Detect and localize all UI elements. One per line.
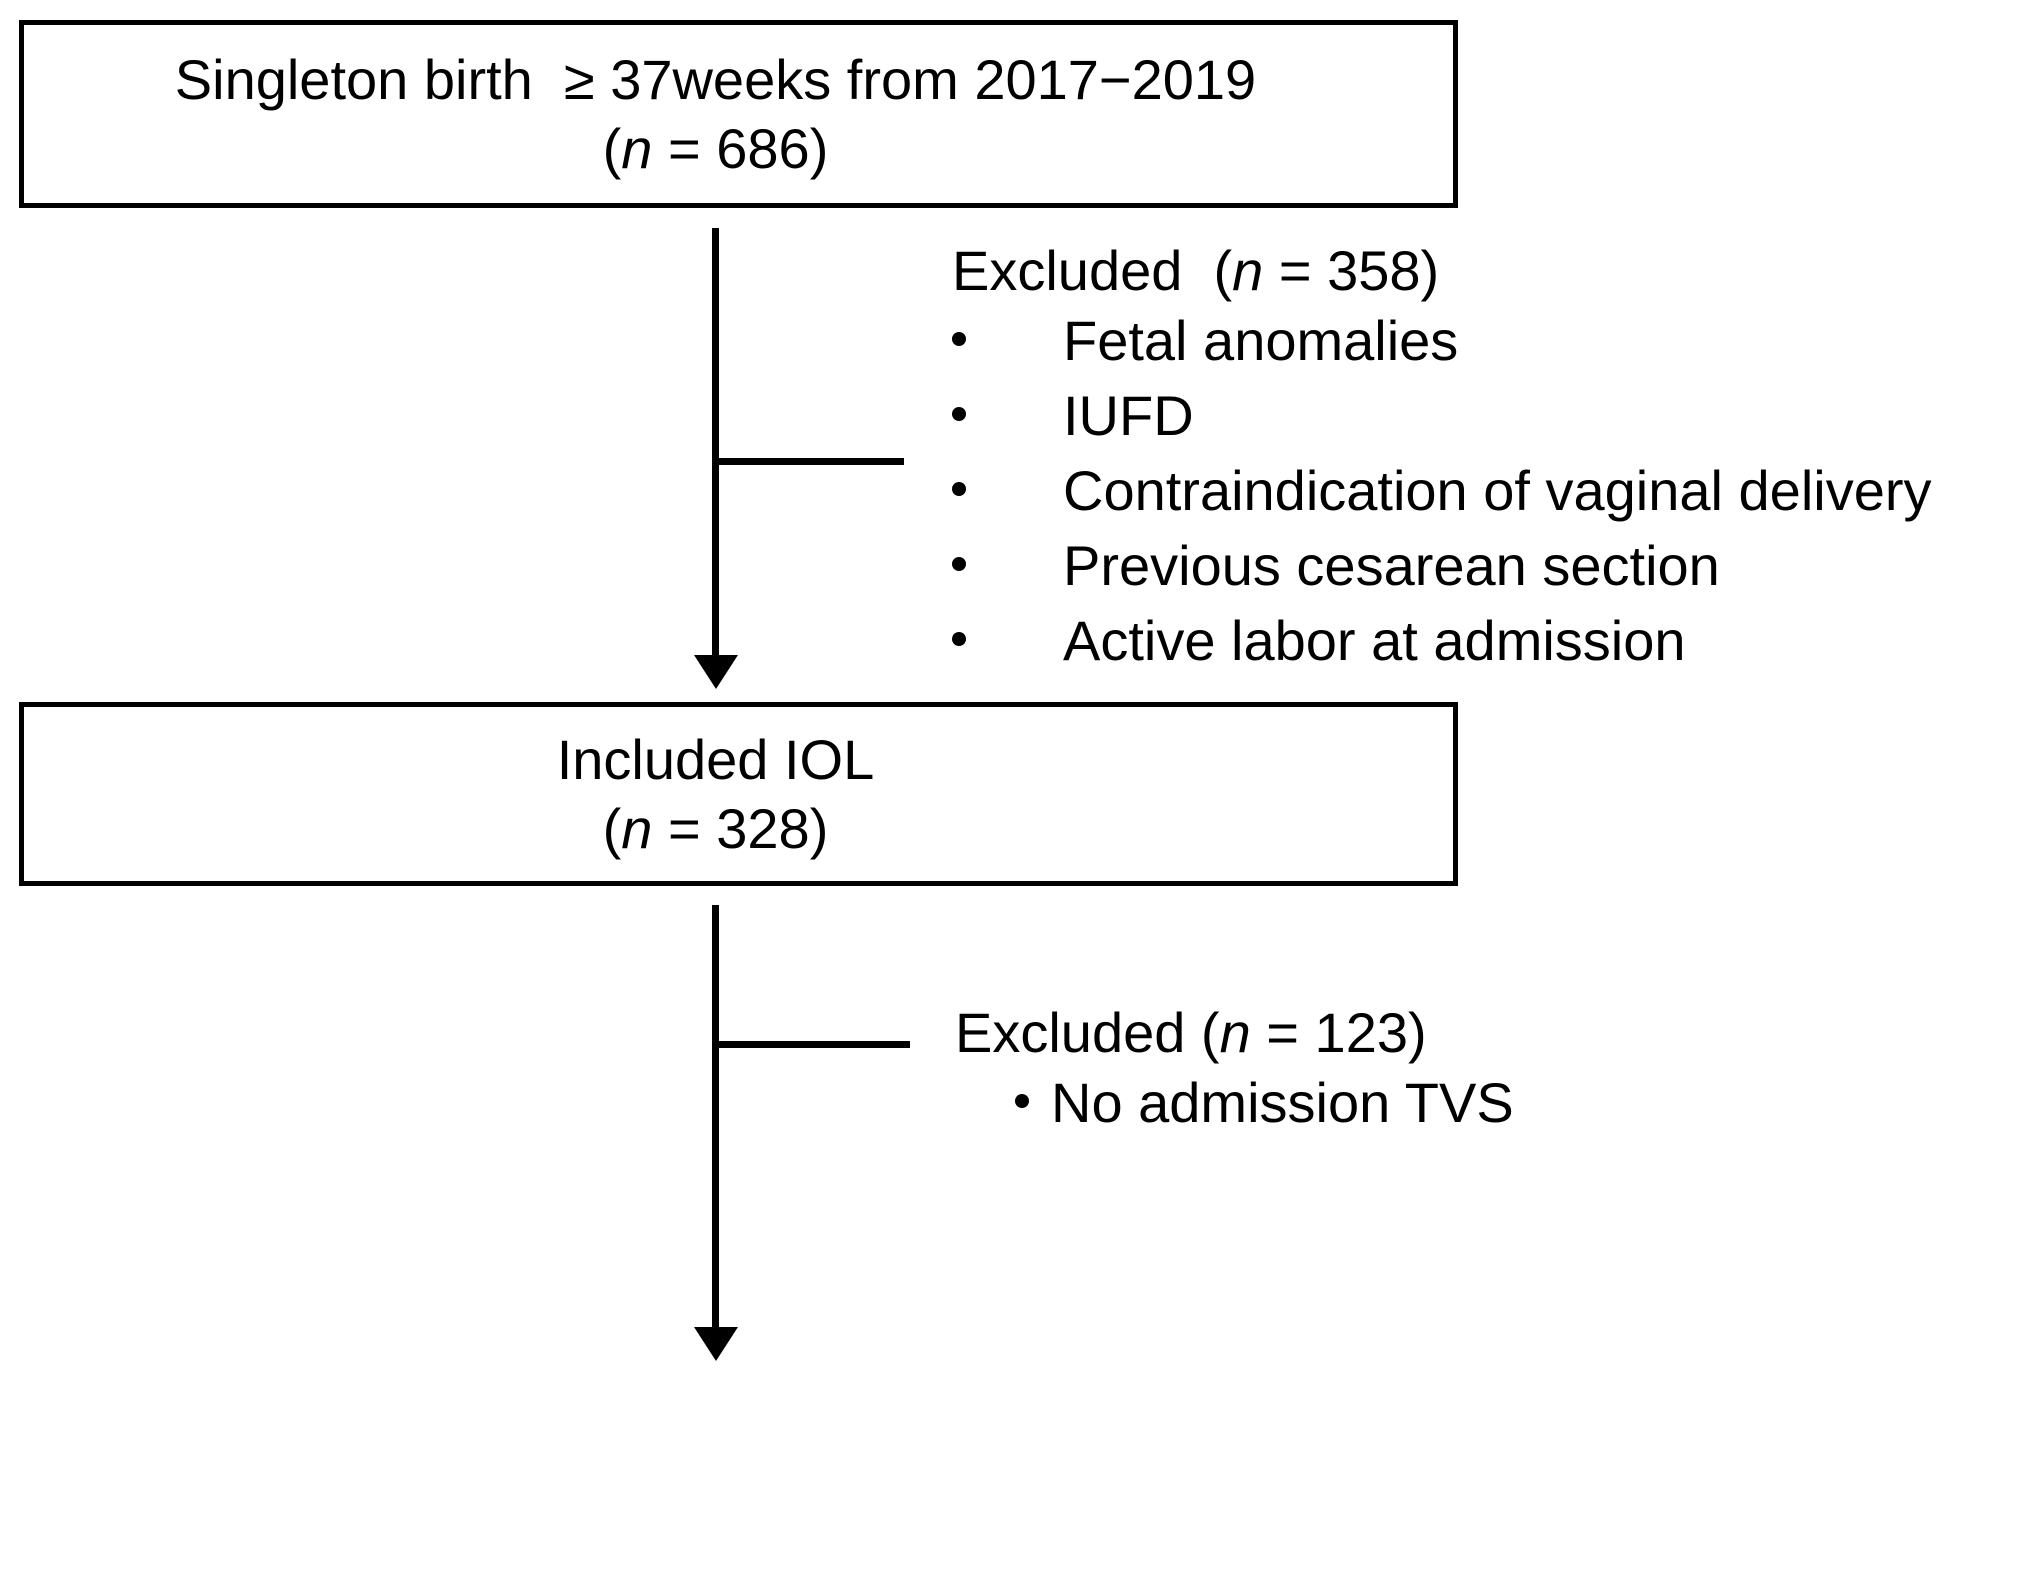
connector-arrow-line-2: [712, 905, 719, 1330]
bullet-icon: [952, 482, 966, 496]
list-item: Active labor at admission: [952, 613, 1932, 688]
exclusion-1-title-suffix: = 358): [1263, 239, 1440, 302]
exclusion-block-1: Excluded (n = 358) Fetal anomalies IUFD …: [952, 243, 1932, 688]
n-symbol: n: [621, 117, 653, 180]
list-item: Previous cesarean section: [952, 538, 1932, 613]
exclusion-1-title-prefix: Excluded (: [952, 239, 1233, 302]
bullet-icon: [952, 557, 966, 571]
exclusion-1-reason-0: Fetal anomalies: [1063, 309, 1459, 372]
bullet-icon: [952, 632, 966, 646]
node-text-included-iol: Included IOL (n = 328): [557, 725, 875, 864]
exclusion-2-reason-list: No admission TVS: [955, 1075, 1514, 1147]
n-value: = 686): [652, 117, 829, 180]
node-iol-line1: Included IOL: [556, 727, 875, 791]
exclusion-2-title: Excluded (n = 123): [955, 1005, 1514, 1061]
n-symbol: n: [621, 797, 653, 860]
connector-branch-line-2: [712, 1041, 910, 1048]
node-cohort-line1: Singleton birth ≥ 37weeks from 2017−2019: [174, 47, 1257, 111]
exclusion-1-reason-list: Fetal anomalies IUFD Contraindication of…: [952, 313, 1932, 688]
list-item: IUFD: [952, 388, 1932, 463]
exclusion-1-reason-4: Active labor at admission: [1063, 609, 1686, 672]
exclusion-1-reason-3: Previous cesarean section: [1063, 534, 1720, 597]
exclusion-1-reason-1: IUFD: [1063, 384, 1194, 447]
n-value: = 328): [652, 797, 829, 860]
node-cohort-line2: (n = 686): [175, 114, 1256, 183]
list-item: No admission TVS: [1015, 1075, 1514, 1147]
exclusion-block-2: Excluded (n = 123) No admission TVS: [955, 1005, 1514, 1147]
paren-open: (: [602, 117, 622, 180]
list-item: Contraindication of vaginal delivery: [952, 463, 1932, 538]
bullet-icon: [1015, 1094, 1029, 1108]
node-text-cohort: Singleton birth ≥ 37weeks from 2017−2019…: [175, 45, 1256, 184]
exclusion-2-title-prefix: Excluded (: [955, 1001, 1220, 1064]
paren-open: (: [602, 797, 622, 860]
exclusion-2-title-suffix: = 123): [1250, 1001, 1427, 1064]
n-symbol: n: [1219, 1001, 1251, 1064]
connector-arrow-head-2: [694, 1327, 738, 1361]
list-item: Fetal anomalies: [952, 313, 1932, 388]
connector-branch-line-1: [712, 458, 904, 465]
connector-arrow-line-1: [712, 228, 719, 658]
bullet-icon: [952, 407, 966, 421]
exclusion-2-reason-0: No admission TVS: [1051, 1071, 1514, 1134]
node-iol-line2: (n = 328): [557, 794, 875, 863]
node-box-cohort: Singleton birth ≥ 37weeks from 2017−2019…: [19, 20, 1458, 208]
bullet-icon: [952, 332, 966, 346]
connector-arrow-head-1: [694, 655, 738, 689]
n-symbol: n: [1232, 239, 1264, 302]
node-box-included-iol: Included IOL (n = 328): [19, 702, 1458, 886]
exclusion-1-reason-2: Contraindication of vaginal delivery: [1063, 459, 1932, 522]
exclusion-1-title: Excluded (n = 358): [952, 243, 1932, 299]
